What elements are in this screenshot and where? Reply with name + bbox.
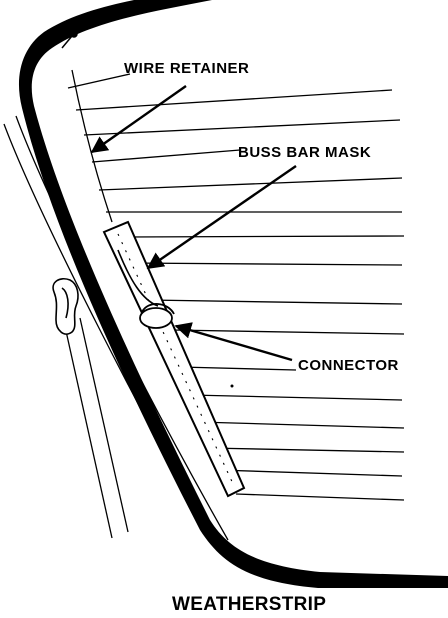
connector-shape xyxy=(139,303,175,329)
hinge-knob xyxy=(52,277,79,335)
wire-retainer-clip xyxy=(61,30,78,49)
caption-weatherstrip: WEATHERSTRIP xyxy=(172,594,327,615)
buss-bar-mask-arrow xyxy=(146,165,297,269)
buss-bar-mask xyxy=(102,220,246,498)
weatherstrip-inner-edge xyxy=(51,59,219,507)
label-buss-bar-mask: BUSS BAR MASK xyxy=(238,144,372,161)
connector-arrow xyxy=(174,322,293,362)
label-wire-retainer: WIRE RETAINER xyxy=(124,60,250,77)
callout-arrows xyxy=(90,85,297,362)
speck xyxy=(230,384,234,388)
label-connector: CONNECTOR xyxy=(298,357,399,374)
wire-retainer-arrow xyxy=(90,85,187,153)
heating-grid-lines xyxy=(67,73,405,501)
wire xyxy=(71,69,113,223)
